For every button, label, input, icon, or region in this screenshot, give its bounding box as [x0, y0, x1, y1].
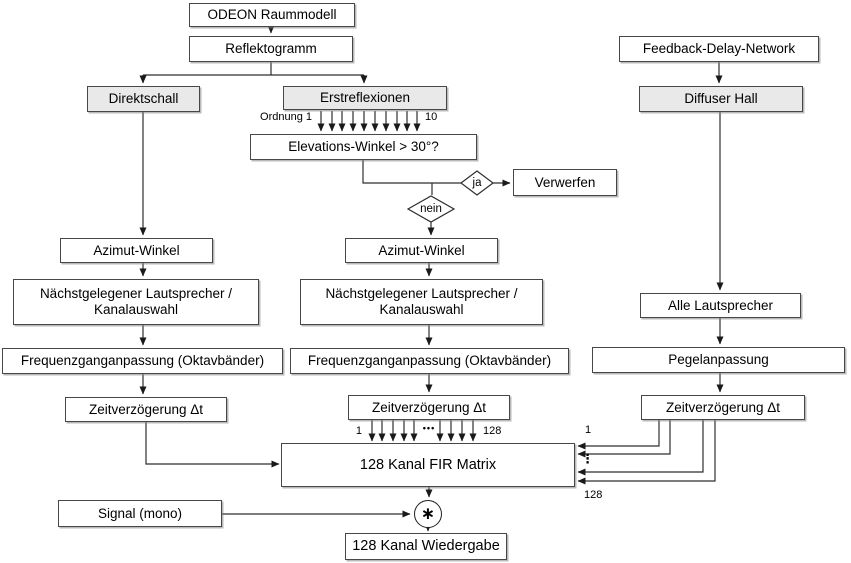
decision-ja-label: ja — [472, 177, 482, 189]
label-fir-in-128: 128 — [483, 425, 502, 437]
label-hall-ch-128: 128 — [584, 489, 603, 501]
label-fir-in-1: 1 — [355, 425, 362, 437]
node-128-kanal-wiedergabe: 128 Kanal Wiedergabe — [345, 533, 507, 560]
decision-nein-label: nein — [420, 203, 442, 215]
node-signal-mono: Signal (mono) — [58, 500, 222, 527]
operator-glyph: ∗ — [420, 504, 436, 523]
node-direktschall: Direktschall — [87, 86, 200, 112]
convolution-operator-icon: ∗ — [414, 500, 442, 528]
diamond-ja — [460, 170, 494, 196]
label-hall-ch-dots: ⋮ — [581, 451, 594, 466]
node-zeitverzoegerung-hall: Zeitverzögerung Δt — [641, 395, 805, 420]
node-zeitverzoegerung-reflex: Zeitverzögerung Δt — [348, 395, 510, 420]
flow-lines — [139, 25, 724, 532]
node-alle-lautsprecher: Alle Lautsprecher — [640, 293, 801, 318]
node-lautsprecher-kanalauswahl-reflex: Nächstgelegener Lautsprecher / Kanalausw… — [300, 279, 543, 325]
node-feedback-delay-network: Feedback-Delay-Network — [619, 36, 819, 62]
label-fir-in-dots: ••• — [422, 423, 436, 433]
node-fir-matrix: 128 Kanal FIR Matrix — [281, 443, 575, 487]
node-odeon-raummodell: ODEON Raummodell — [189, 3, 355, 27]
label-hall-ch-1: 1 — [585, 424, 592, 436]
node-reflektogramm: Reflektogramm — [189, 36, 353, 62]
node-lautsprecher-kanalauswahl-direkt: Nächstgelegener Lautsprecher / Kanalausw… — [13, 279, 259, 325]
diamond-nein — [406, 195, 456, 223]
node-pegelanpassung: Pegelanpassung — [592, 347, 845, 373]
decision-diamonds — [406, 170, 494, 223]
label-ordnung-1: Ordnung 1 — [260, 111, 312, 123]
node-elevations-winkel-check: Elevations-Winkel > 30°? — [250, 134, 477, 160]
label-ordnung-10: 10 — [425, 111, 438, 123]
node-frequenzganganpassung-reflex: Frequenzganganpassung (Oktavbänder) — [290, 348, 569, 374]
node-diffuser-hall: Diffuser Hall — [639, 86, 803, 112]
node-zeitverzoegerung-direkt: Zeitverzögerung Δt — [65, 397, 227, 422]
node-erstreflexionen: Erstreflexionen — [283, 86, 447, 110]
node-azimut-winkel-direkt: Azimut-Winkel — [60, 238, 213, 263]
node-verwerfen: Verwerfen — [513, 169, 617, 196]
node-frequenzganganpassung-direkt: Frequenzganganpassung (Oktavbänder) — [2, 348, 283, 374]
node-azimut-winkel-reflex: Azimut-Winkel — [345, 238, 498, 263]
